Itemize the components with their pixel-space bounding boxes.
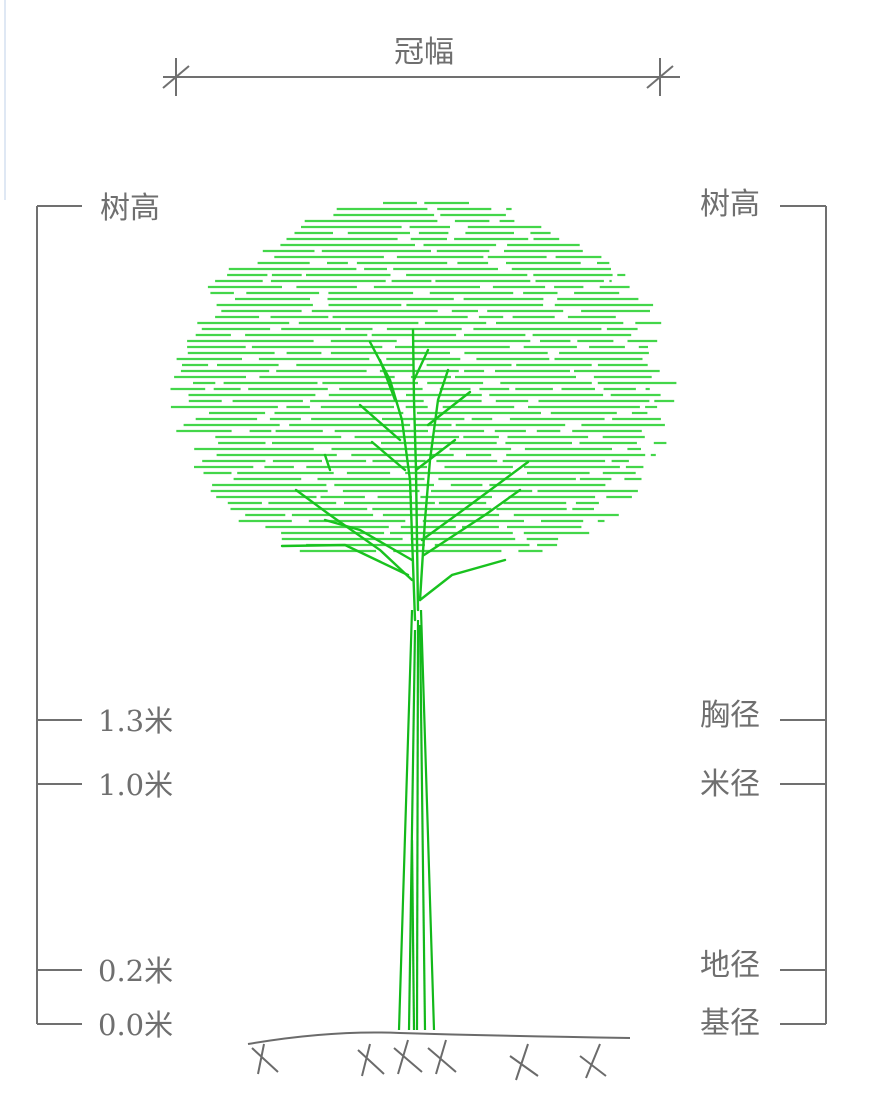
right-label-ground-diameter: 地径 (700, 948, 760, 983)
tree-trunk (397, 609, 436, 1031)
left-label-1-0m: 1.0米 (98, 768, 173, 802)
crown-width-label: 冠幅 (394, 35, 454, 70)
right-diameter-scale: 树高 胸径 米径 地径 基径 (700, 187, 827, 1041)
right-label-breast-diameter: 胸径 (700, 698, 760, 733)
crown-width-left-slash (162, 65, 190, 89)
left-label-0-2m: 0.2米 (98, 954, 173, 988)
left-label-tree-height: 树高 (100, 191, 160, 226)
branch-left-3 (280, 543, 410, 577)
left-label-0-0m: 0.0米 (98, 1008, 173, 1042)
tree-crown-foliage (170, 201, 677, 553)
left-label-1-3m: 1.3米 (98, 704, 173, 738)
branch-top-right (412, 348, 430, 382)
branch-main-center (411, 328, 420, 612)
right-label-tree-height: 树高 (700, 187, 760, 222)
trunk-line-left-inner (407, 629, 417, 1031)
trunk-line-right-inner (418, 624, 427, 1031)
ground-line (247, 1031, 631, 1045)
trunk-line-right-outer (419, 609, 436, 1031)
trunk-line-left-outer (397, 609, 414, 1031)
right-label-base-diameter: 基径 (700, 1006, 760, 1041)
branch-upper-left (358, 403, 402, 442)
branch-right-3 (422, 488, 522, 557)
branch-lower-right (418, 558, 507, 602)
tree-branches (280, 328, 530, 622)
crown-width-dimension: 冠幅 (162, 35, 680, 96)
page-margin-mark (4, 0, 6, 200)
grass-mark-3 (393, 1039, 423, 1075)
branch-right-2 (420, 460, 530, 542)
trunk-line-center (415, 619, 420, 1031)
grass-mark-5 (509, 1043, 539, 1081)
branch-mid-left (370, 440, 407, 472)
branch-top-left (378, 358, 397, 402)
right-label-meter-diameter: 米径 (700, 767, 760, 802)
branch-upper-right (426, 390, 472, 427)
branch-mid-right (414, 438, 457, 472)
grass-mark-2 (357, 1043, 385, 1077)
grass-marks (251, 1039, 607, 1081)
grass-mark-6 (579, 1043, 607, 1079)
ground (247, 1031, 631, 1081)
grass-mark-4 (427, 1039, 457, 1075)
branch-left-2 (323, 518, 414, 562)
branch-lower-left (294, 488, 414, 582)
grass-mark-1 (251, 1043, 279, 1075)
crown-width-right-slash (646, 65, 674, 89)
trunk-line-crack (410, 839, 416, 1031)
left-height-scale: 树高 1.3米 1.0米 0.2米 0.0米 (36, 191, 173, 1042)
branch-twig-left (323, 453, 332, 472)
